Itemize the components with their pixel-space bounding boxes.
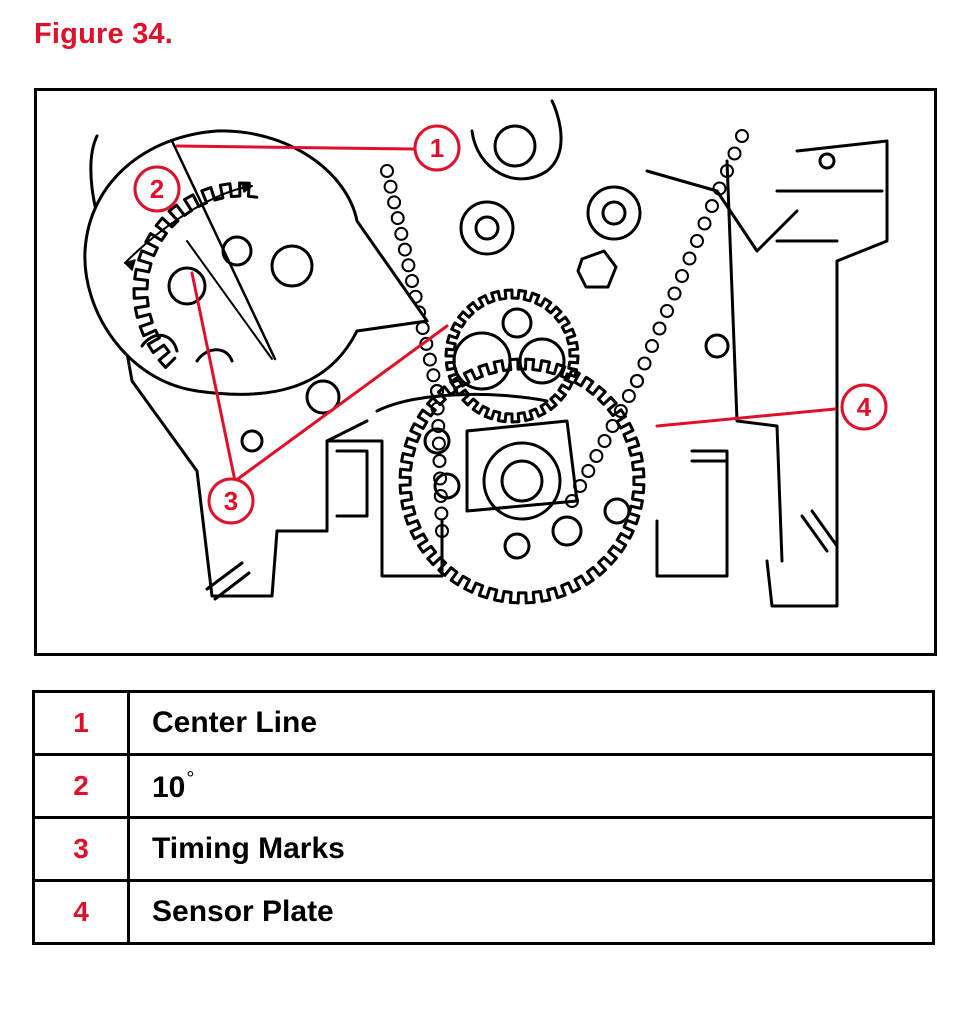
center-line [170, 139, 277, 361]
legend-number: 4 [32, 879, 130, 945]
leader-3b [233, 324, 449, 483]
legend-label-cell: 10° [127, 753, 935, 819]
legend-row: 4 Sensor Plate [32, 879, 935, 945]
leader-1 [175, 144, 417, 151]
angle-arc [124, 185, 253, 264]
sensor-plate [398, 357, 646, 605]
offset-line [186, 240, 273, 360]
legend-number: 1 [32, 690, 130, 756]
legend-row: 2 10° [32, 753, 935, 819]
legend-label: Center Line [127, 690, 935, 756]
legend-number: 3 [32, 816, 130, 882]
callout-1: 1 [413, 124, 461, 172]
engine-timing-diagram: 1 2 3 4 [34, 88, 937, 656]
legend-label: Timing Marks [127, 816, 935, 882]
engine-block-right-outline [765, 139, 889, 608]
callout-2: 2 [133, 165, 181, 213]
degree-symbol: ° [186, 767, 195, 790]
callout-3: 3 [207, 477, 255, 525]
svg-text:2: 2 [150, 174, 164, 204]
callout-4: 4 [840, 383, 888, 431]
legend-row: 1 Center Line [32, 690, 935, 756]
legend-number: 2 [32, 753, 130, 819]
svg-text:4: 4 [857, 392, 872, 422]
svg-text:3: 3 [224, 486, 238, 516]
upper-pulley [493, 124, 537, 168]
svg-text:1: 1 [430, 133, 444, 163]
figure-title: Figure 34. [34, 18, 173, 50]
legend-row: 3 Timing Marks [32, 816, 935, 882]
leader-3a [190, 271, 237, 483]
magnified-detail-view [83, 129, 429, 396]
leader-4 [655, 407, 837, 428]
idler-pulley [586, 185, 642, 241]
legend-table: 1 Center Line 2 10° 3 Timing Marks 4 Sen… [32, 690, 935, 945]
legend-label: 10 [152, 770, 186, 804]
legend-label: Sensor Plate [127, 879, 935, 945]
callout-leaders [175, 144, 837, 483]
